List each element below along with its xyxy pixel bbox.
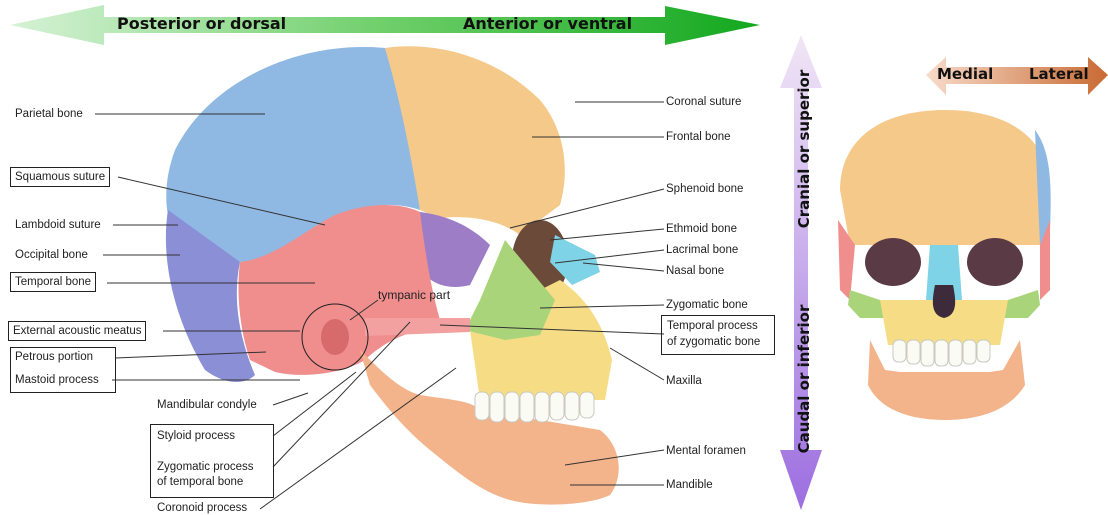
label-zygomatic: Zygomatic bone <box>666 298 748 312</box>
anterior-label: Anterior or ventral <box>463 14 632 33</box>
nasal-cavity-front <box>933 285 955 318</box>
sphenoid-bone-shape <box>419 212 490 287</box>
label-mental-foramen: Mental foramen <box>666 444 746 458</box>
posterior-label: Posterior or dorsal <box>117 14 286 33</box>
label-mastoid: Mastoid process <box>15 373 99 387</box>
label-occipital: Occipital bone <box>15 248 88 262</box>
label-lacrimal: Lacrimal bone <box>666 243 738 257</box>
label-sphenoid: Sphenoid bone <box>666 182 743 196</box>
label-ethmoid: Ethmoid bone <box>666 222 737 236</box>
frontal-skull <box>838 110 1051 420</box>
label-mandibular-condyle: Mandibular condyle <box>157 398 257 412</box>
medial-label: Medial <box>937 65 993 83</box>
label-zygomatic-process-2: of temporal bone <box>157 475 243 489</box>
label-parietal: Parietal bone <box>15 107 83 121</box>
zygomatic-arch-shape <box>365 318 470 336</box>
label-zygomatic-process-1: Zygomatic process <box>157 460 254 474</box>
label-temporal-process-2: of zygomatic bone <box>667 335 760 349</box>
label-maxilla: Maxilla <box>666 374 702 388</box>
orbit-right-front <box>967 238 1023 286</box>
label-nasal: Nasal bone <box>666 264 724 278</box>
label-squamous: Squamous suture <box>10 167 110 187</box>
label-coronoid: Coronoid process <box>157 501 247 515</box>
frontal-bone-front <box>840 110 1050 245</box>
label-lambdoid: Lambdoid suture <box>15 218 101 232</box>
label-coronal: Coronal suture <box>666 95 741 109</box>
label-mandible: Mandible <box>666 478 713 492</box>
caudal-label: Caudal or inferior <box>795 299 813 459</box>
label-tympanic: tympanic part <box>378 288 450 302</box>
label-temporal-process-1: Temporal process <box>667 319 758 333</box>
cranial-label: Cranial or superior <box>795 69 813 229</box>
lateral-label: Lateral <box>1029 65 1089 83</box>
teeth-front <box>893 340 990 366</box>
label-external-meatus: External acoustic meatus <box>8 321 146 341</box>
label-petrous: Petrous portion <box>15 350 93 364</box>
label-frontal: Frontal bone <box>666 130 731 144</box>
external-meatus-shape <box>321 319 349 355</box>
label-temporal: Temporal bone <box>10 272 96 292</box>
orbit-left-front <box>865 238 921 286</box>
label-styloid: Styloid process <box>157 429 235 443</box>
